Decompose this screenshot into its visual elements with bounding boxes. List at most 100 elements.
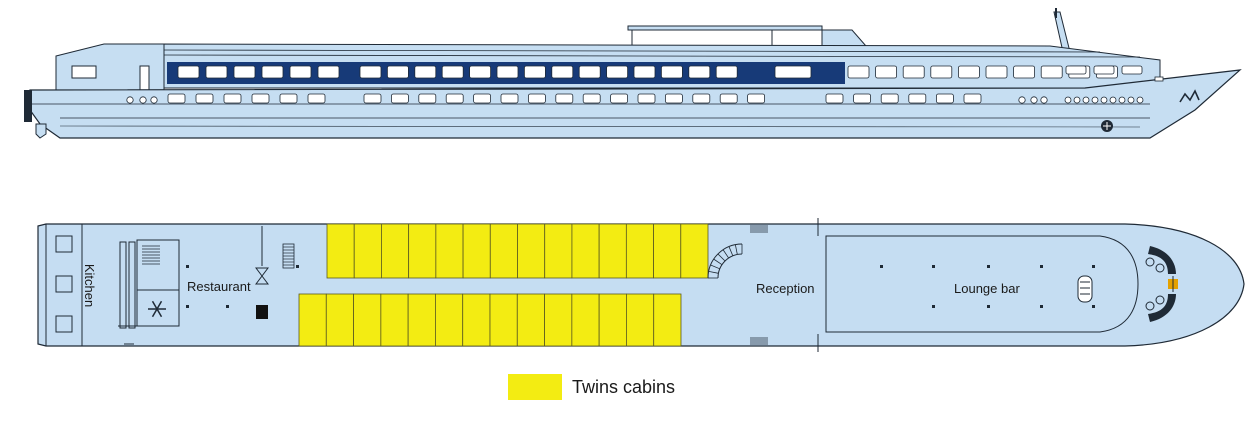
lounge-table (932, 265, 935, 268)
window (747, 93, 765, 104)
window (963, 93, 982, 104)
lounge-tables (880, 265, 1095, 308)
window (279, 93, 298, 104)
window (985, 65, 1008, 79)
cabins-lower-row (298, 293, 682, 347)
porthole (1100, 96, 1108, 104)
window (223, 93, 242, 104)
bow-seating (1145, 246, 1178, 322)
window (307, 93, 326, 104)
cabin-lower (380, 293, 409, 347)
anchor-icon (1101, 120, 1113, 132)
ship-side-view (24, 8, 1242, 139)
cabin-lower (653, 293, 682, 347)
spiral-step (728, 246, 734, 256)
kitchen-label: Kitchen (82, 263, 98, 308)
cabin-lower (462, 293, 491, 347)
spiral-step (722, 249, 729, 259)
cabin-upper (489, 223, 518, 279)
cabin-upper (517, 223, 546, 279)
window (555, 93, 574, 104)
lounge-table (987, 305, 990, 308)
cabin-upper (598, 223, 627, 279)
cabin-lower (298, 293, 327, 347)
window (825, 93, 844, 104)
spiral-step (713, 258, 723, 265)
porthole (1073, 96, 1081, 104)
porthole (139, 96, 147, 104)
cabins-upper-row (326, 223, 709, 279)
portholes (126, 96, 1144, 104)
porthole (1136, 96, 1144, 104)
cabin-upper (653, 223, 682, 279)
window (445, 93, 464, 104)
window (908, 93, 927, 104)
crown-logo-icon (1179, 89, 1200, 103)
window (847, 65, 870, 79)
window (233, 65, 256, 79)
cabin-upper (381, 223, 410, 279)
cabin-upper (408, 223, 437, 279)
window (665, 93, 683, 104)
snowflake-icon (148, 300, 166, 318)
window (500, 93, 519, 104)
cabin-lower (489, 293, 518, 347)
window (719, 93, 738, 104)
window (359, 65, 382, 79)
window (1121, 65, 1143, 75)
lounge-table (932, 305, 935, 308)
window (958, 65, 980, 79)
cabin-lower (516, 293, 545, 347)
porthole (1091, 96, 1099, 104)
cabin-lower (571, 293, 600, 347)
window (610, 93, 628, 104)
window (528, 93, 546, 104)
window (390, 93, 409, 104)
rudder-icon (35, 123, 47, 139)
porthole (150, 96, 158, 104)
reception-label: Reception (756, 281, 815, 296)
kitchen-storage (55, 235, 73, 333)
lounge-table (1040, 265, 1043, 268)
twins-cabins-legend-label: Twins cabins (572, 376, 676, 397)
window (261, 65, 284, 79)
window (875, 65, 897, 79)
window (441, 65, 464, 79)
window (930, 65, 953, 79)
porthole (1040, 96, 1048, 104)
twins-cabins-swatch (508, 374, 562, 400)
reception-stairs (750, 225, 768, 345)
window (1040, 65, 1063, 79)
porthole (1109, 96, 1117, 104)
bar-counter (1077, 275, 1093, 303)
stern-plate (24, 90, 32, 122)
window (936, 93, 954, 104)
upper-deck-windows (177, 65, 1143, 79)
window (637, 93, 656, 104)
window (167, 93, 186, 104)
porthole (1064, 96, 1072, 104)
window (177, 65, 200, 79)
cabin-lower (407, 293, 436, 347)
window (578, 65, 601, 79)
cabin-lower (325, 293, 354, 347)
lower-deck-windows (167, 93, 982, 104)
lounge-bar-label: Lounge bar (954, 281, 1020, 296)
window (774, 65, 812, 79)
window (1013, 65, 1035, 79)
hourglass-icon (255, 226, 269, 285)
window (414, 65, 437, 79)
window (1065, 65, 1087, 75)
window (386, 65, 409, 79)
legend: Twins cabins (508, 374, 675, 400)
porthole (126, 96, 134, 104)
lounge-table (1040, 305, 1043, 308)
window (496, 65, 519, 79)
restaurant-label: Restaurant (187, 279, 251, 294)
window (1093, 65, 1115, 75)
stairs-icon (282, 243, 295, 269)
window (469, 65, 492, 79)
cabin-lower (435, 293, 464, 347)
